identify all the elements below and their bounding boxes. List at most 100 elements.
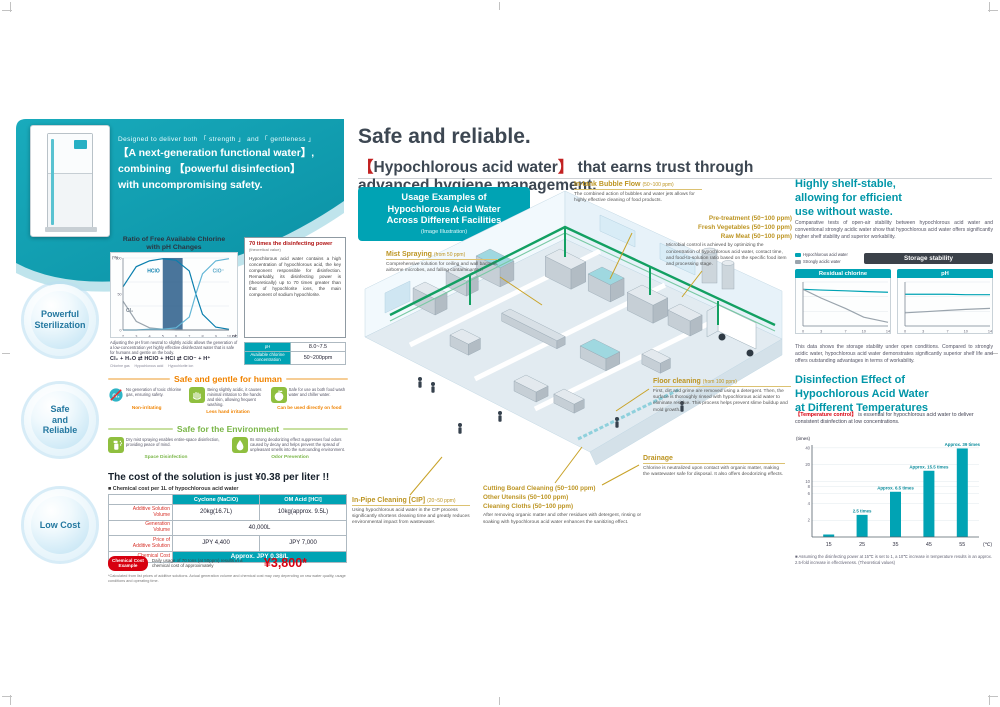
right-panel: Highly shelf-stable, allowing for effici… [795,178,995,588]
legend-swatch-grey [795,259,801,264]
bracket-open: 【 [358,159,374,176]
legend-item: Hypochlorous acid water [795,252,859,257]
note-70-times: 70 times the disinfecting power (theoret… [244,237,346,338]
spec-label-chlorine: Available chlorine concentration [244,351,291,365]
temperature-keyword: 【Temperature control】 [795,412,857,418]
ph-chart-caption: Adjusting the pH from neutral to slightl… [110,340,238,356]
crop-mark [10,695,11,705]
temperature-rest: is essential for hypochlorous acid water… [795,412,974,426]
example-value: ¥3,800* [263,556,308,571]
hand-icon [189,387,206,407]
benefit-label: Non-irritating [131,405,162,410]
callout-title: In-Pipe Cleaning [CIP] (20~50 ppm) [352,497,470,506]
chlorine-spec-table: pH 8.0~7.5 Available chlorine concentrat… [244,342,346,365]
factory-illustration [364,190,783,496]
svg-text:5: 5 [162,335,164,339]
machine-screen [74,140,87,149]
storage-legend: Hypochlorous acid water Strongly acidic … [795,252,859,264]
callout-body: Comprehensive solution for ceiling and w… [386,262,498,274]
hypochlorous-water-generator [45,133,97,232]
crop-mark [2,696,12,697]
product-photo [30,125,110,237]
svg-text:(℃): (℃) [983,542,992,548]
svg-text:20: 20 [805,462,810,467]
crop-mark [989,695,990,705]
callout-line: Other Utensils (50~100 ppm) [483,493,569,501]
example-text: Daily usage of 70 tons (at 50ppm) result… [151,557,243,569]
svg-text:0: 0 [904,330,906,334]
heading-rule [108,378,171,380]
benefit-caption: No generation of toxic chlorine gas, ens… [126,387,182,397]
svg-text:7: 7 [844,330,846,334]
cost-cell: 20kg(16.7L) [172,504,260,521]
callout-line: Cutting Board Cleaning (50~100 ppm) [483,485,596,492]
badge-powerful-sterilization: Powerful Sterilization [24,284,96,356]
svg-text:14: 14 [988,330,992,334]
header-rule [358,178,992,179]
note-body: Hypochlorous acid water contains a high … [249,255,341,298]
svg-text:6: 6 [175,335,177,339]
badge-low-cost: Low Cost [24,489,96,561]
apple-icon [270,387,287,403]
callout-floor-cleaning: Floor cleaning (from 100 ppm) First, dir… [653,378,791,414]
storage-stability-row: Hypochlorous acid water Strongly acidic … [795,252,993,264]
svg-text:3: 3 [820,330,822,334]
benefit-caption: Safe for use as both food wash water and… [288,387,346,397]
usage-note: (Image Illustration) [420,228,468,235]
cost-col-omacid: OM Acid [HCl] [259,493,347,506]
callout-title: Mist Spraying (from 50 ppm) [386,251,498,260]
cost-subheading: ■ Chemical cost per 1L of hypochlorous a… [108,486,239,492]
crop-mark [10,2,11,12]
cost-col-cyclone: Cyclone (NaClO) [172,493,260,506]
svg-text:4: 4 [148,335,150,339]
usage-line: Across Different Facilities [386,215,502,226]
svg-text:2.5 times: 2.5 times [853,508,872,513]
benefit-label: Can be used directly on food [277,405,342,410]
environment-heading: Safe for the Environment [108,424,348,434]
svg-text:Cl₂: Cl₂ [112,393,119,399]
temperature-heading: Disinfection Effect of Hypochlorous Acid… [795,374,929,414]
spec-value-ph: 8.0~7.5 [290,342,346,352]
svg-text:14: 14 [886,330,890,334]
svg-text:25: 25 [859,542,865,548]
crop-mark [499,2,500,10]
svg-text:ClO⁻: ClO⁻ [213,268,225,274]
cost-cell-span: 40,000L [172,519,347,537]
storage-note: This data shows the storage stability un… [795,344,993,364]
crop-mark [2,10,12,11]
heading-rule [285,378,349,380]
svg-text:4: 4 [808,501,811,506]
svg-text:2: 2 [122,335,124,339]
center-panel: Safe and reliable. 【Hypochlorous acid wa… [350,125,795,597]
svg-text:7: 7 [188,335,190,339]
svg-text:35: 35 [893,542,899,548]
callout-line: Fresh Vegetables (50~100 ppm) [698,223,792,231]
callout-line: Cleaning Cloths (50~100 ppm) [483,502,574,510]
benefit-item: Safe for use as both food wash water and… [270,387,348,414]
callout-in-tank-bubble-flow: In-tank Bubble Flow (50~100 ppm) The com… [574,181,702,204]
svg-text:3: 3 [922,330,924,334]
callout-body: Chlorine is neutralized upon contact wit… [643,466,784,478]
legend-swatch-teal [795,252,801,257]
environment-items: Dry mist spraying enables entire-space d… [108,437,348,460]
cost-footnote: *Calculated from list prices of additive… [108,574,346,583]
note-title: 70 times the disinfecting power (theoret… [249,241,333,253]
chart-card-title: pH [897,269,993,278]
callout-title: Drainage [643,455,785,464]
svg-text:15: 15 [826,542,832,548]
cost-heading: The cost of the solution is just ¥0.38 p… [108,472,330,483]
env-label: Odor Prevention [271,455,309,460]
ph-chart-title: Ratio of Free Available Chlorine with pH… [122,236,226,252]
usage-line: Hypochlorous Acid Water [387,203,501,214]
callout-line: Raw Meat (50~100 ppm) [720,232,792,240]
benefit-label: Less hand irritation [206,408,250,414]
callout-body: First, dirt and grime are removed using … [653,389,788,413]
subtitle-keyword: Hypochlorous acid water [373,159,558,176]
cl2-gas-icon: Cl₂ [108,387,124,403]
svg-text:6: 6 [808,491,811,496]
cost-row-label: Price of Additive Solution [108,535,173,552]
shelf-stable-heading: Highly shelf-stable, allowing for effici… [795,178,902,218]
